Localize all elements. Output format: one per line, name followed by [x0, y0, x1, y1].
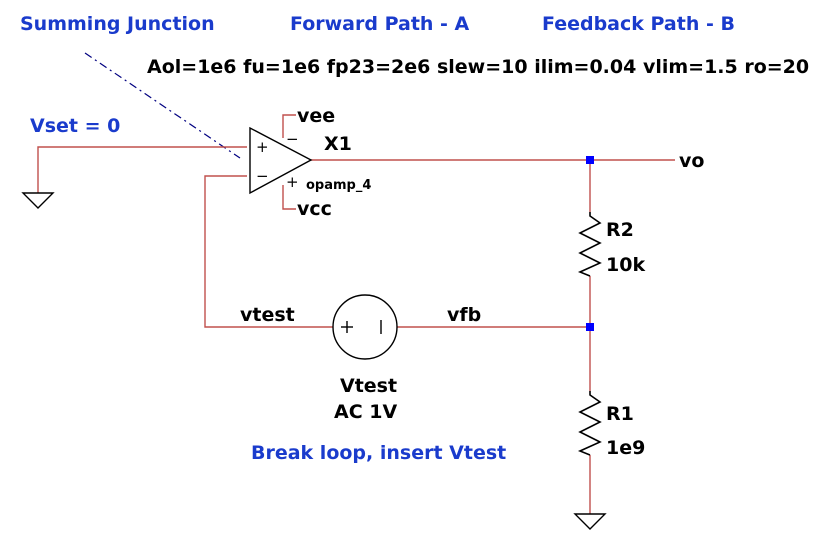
opamp-params-label: Aol=1e6 fu=1e6 fp23=2e6 slew=10 ilim=0.0… [147, 56, 809, 78]
voltage-source-vtest[interactable] [332, 294, 398, 360]
opamp-model: opamp_4 [306, 178, 371, 193]
junction-vo [586, 156, 594, 164]
ground-symbol-left [21, 192, 55, 209]
opamp-plus-input-mark: + [256, 138, 269, 156]
wires [37, 114, 675, 514]
opamp-minus-input-mark: − [256, 167, 269, 185]
feedback-path-label: Feedback Path - B [542, 13, 735, 35]
source-name: Vtest [340, 375, 397, 397]
opamp-vcc-pin-mark: + [286, 173, 299, 191]
opamp-vee-label: vee [297, 105, 335, 127]
opamp-vcc-label: vcc [297, 198, 332, 220]
junction-vfb [586, 323, 594, 331]
vset-label: Vset = 0 [30, 115, 120, 137]
net-label-vtest: vtest [240, 304, 295, 326]
resistor-r1[interactable] [577, 391, 602, 456]
summing-junction-label: Summing Junction [20, 13, 215, 35]
net-label-vo: vo [679, 150, 704, 172]
summing-junction-pointer [84, 52, 241, 159]
forward-path-label: Forward Path - A [290, 13, 470, 35]
resistor-r1-value: 1e9 [606, 437, 645, 459]
resistor-r2-value: 10k [606, 254, 645, 276]
resistor-r1-name: R1 [606, 403, 634, 425]
opamp-x1[interactable]: + − − + [249, 126, 313, 195]
break-loop-label: Break loop, insert Vtest [251, 442, 506, 464]
resistor-r2[interactable] [577, 212, 602, 277]
net-label-vfb: vfb [447, 304, 481, 326]
resistor-r2-name: R2 [606, 219, 634, 241]
opamp-name: X1 [324, 133, 352, 155]
opamp-vee-pin-mark: − [286, 130, 299, 148]
ground-symbol-right [573, 513, 607, 530]
source-value: AC 1V [334, 401, 397, 423]
